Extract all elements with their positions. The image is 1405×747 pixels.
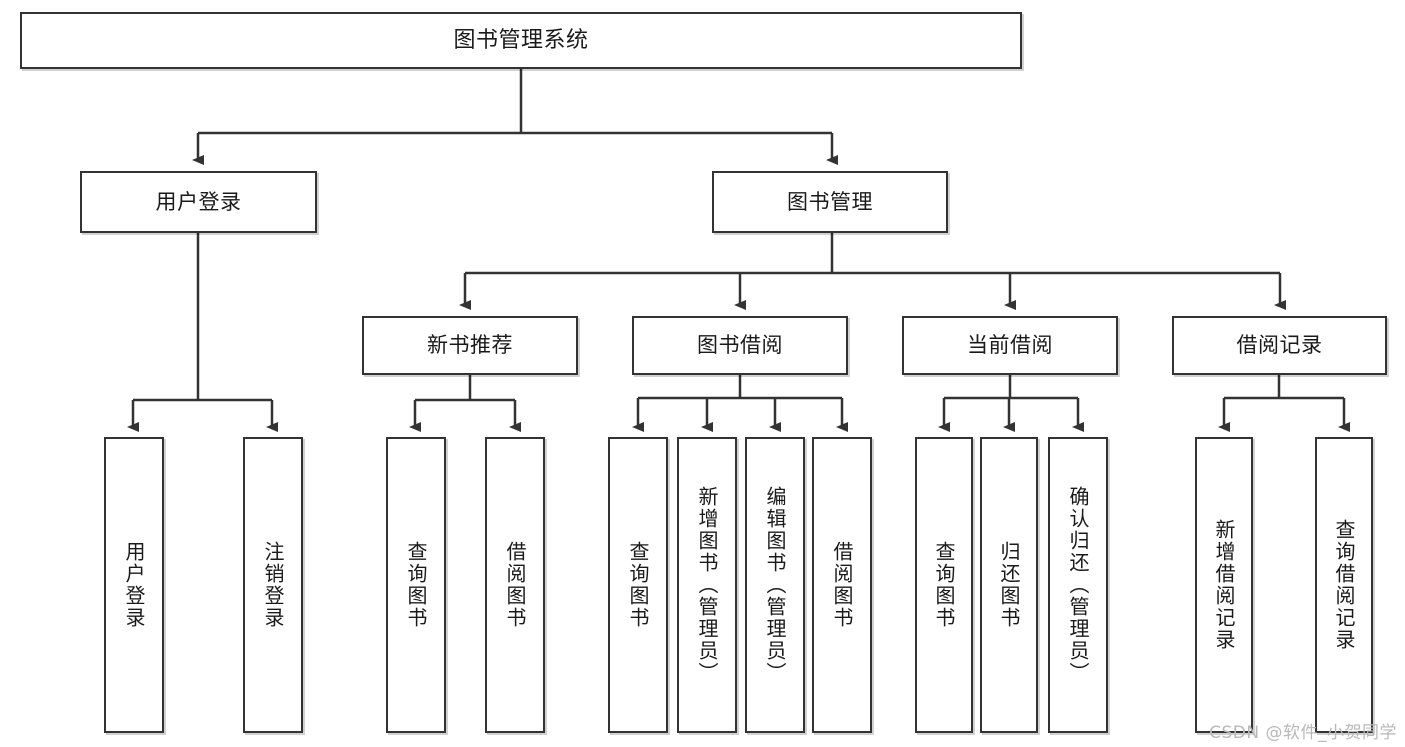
leaf-label: 用户登录 — [122, 541, 146, 629]
node-book-borrow-label: 图书借阅 — [697, 333, 783, 358]
leaf-borrow-edit-book-admin[interactable]: 编辑图书（管理员） — [745, 437, 805, 733]
leaf-label: 借阅图书 — [830, 541, 854, 629]
node-borrow-record[interactable]: 借阅记录 — [1172, 316, 1387, 375]
leaf-current-confirm-return-admin[interactable]: 确认归还（管理员） — [1048, 437, 1108, 733]
node-new-book-recommend[interactable]: 新书推荐 — [362, 316, 578, 375]
node-user-login[interactable]: 用户登录 — [80, 171, 317, 233]
csdn-watermark: CSDN @软件_小贺同学 — [1209, 723, 1397, 743]
leaf-recommend-borrow-book[interactable]: 借阅图书 — [485, 437, 545, 733]
leaf-label: 查询图书 — [626, 541, 650, 629]
leaf-label: 归还图书 — [997, 541, 1021, 629]
leaf-recommend-query-book[interactable]: 查询图书 — [386, 437, 446, 733]
leaf-label: 确认归还（管理员） — [1066, 486, 1090, 684]
node-root-label: 图书管理系统 — [453, 27, 589, 53]
node-user-login-label: 用户登录 — [155, 189, 242, 214]
leaf-current-query-book[interactable]: 查询图书 — [915, 437, 973, 733]
leaf-current-return-book[interactable]: 归还图书 — [980, 437, 1038, 733]
node-current-borrow-label: 当前借阅 — [967, 333, 1053, 358]
leaf-borrow-add-book-admin[interactable]: 新增图书（管理员） — [677, 437, 737, 733]
leaf-label: 新增借阅记录 — [1212, 519, 1236, 651]
leaf-label: 注销登录 — [261, 541, 285, 629]
leaf-label: 查询图书 — [404, 541, 428, 629]
leaf-user-login-signin[interactable]: 用户登录 — [104, 437, 164, 733]
leaf-label: 编辑图书（管理员） — [763, 486, 787, 684]
node-book-management[interactable]: 图书管理 — [712, 171, 948, 233]
node-root[interactable]: 图书管理系统 — [20, 12, 1022, 69]
leaf-record-query-record[interactable]: 查询借阅记录 — [1315, 437, 1373, 733]
node-book-management-label: 图书管理 — [787, 189, 873, 214]
node-new-book-recommend-label: 新书推荐 — [427, 333, 513, 358]
leaf-record-add-record[interactable]: 新增借阅记录 — [1195, 437, 1253, 733]
leaf-user-login-signout[interactable]: 注销登录 — [243, 437, 303, 733]
leaf-label: 查询图书 — [932, 541, 956, 629]
leaf-label: 查询借阅记录 — [1332, 519, 1356, 651]
leaf-borrow-query-book[interactable]: 查询图书 — [608, 437, 668, 733]
leaf-borrow-borrow-book[interactable]: 借阅图书 — [812, 437, 872, 733]
node-book-borrow[interactable]: 图书借阅 — [632, 316, 848, 375]
leaf-label: 借阅图书 — [503, 541, 527, 629]
leaf-label: 新增图书（管理员） — [695, 486, 719, 684]
node-current-borrow[interactable]: 当前借阅 — [902, 316, 1118, 375]
node-borrow-record-label: 借阅记录 — [1236, 333, 1323, 358]
